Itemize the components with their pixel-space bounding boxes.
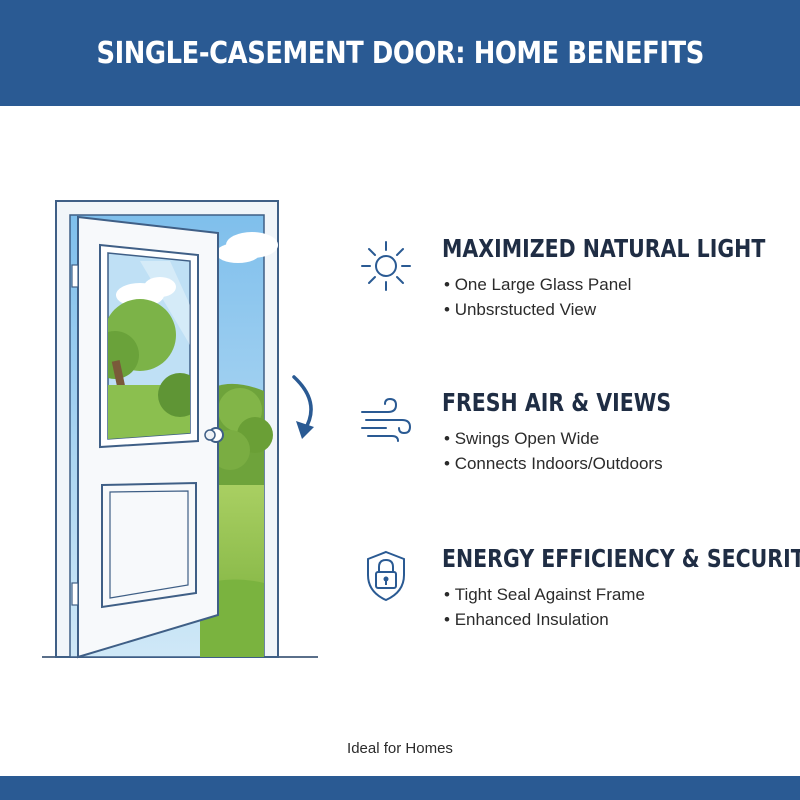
benefit-title: MAXIMIZED NATURAL LIGHT [442, 234, 766, 263]
list-item: Enhanced Insulation [444, 607, 645, 632]
benefit-points: Swings Open Wide Connects Indoors/Outdoo… [444, 426, 663, 476]
footer-bar [0, 776, 800, 800]
wind-icon [361, 397, 412, 442]
footer-caption: Ideal for Homes [347, 740, 453, 757]
padlock-shield-icon [367, 550, 405, 602]
header-banner: SINGLE-CASEMENT DOOR: HOME BENEFITS [0, 0, 800, 106]
list-item: Swings Open Wide [444, 426, 663, 451]
benefit-title: FRESH AIR & VIEWS [442, 388, 672, 417]
open-door-illustration [42, 200, 318, 659]
benefit-fresh-air: FRESH AIR & VIEWS Swings Open Wide Conne… [350, 388, 780, 502]
sun-icon [361, 241, 411, 291]
benefit-points: One Large Glass Panel Unbsrstucted View [444, 272, 632, 322]
benefit-points: Tight Seal Against Frame Enhanced Insula… [444, 582, 645, 632]
benefit-natural-light: MAXIMIZED NATURAL LIGHT One Large Glass … [350, 234, 780, 348]
benefit-energy-security: ENERGY EFFICIENCY & SECURITY Tight Seal … [350, 544, 800, 658]
list-item: Unbsrstucted View [444, 297, 631, 322]
page-title: SINGLE-CASEMENT DOOR: HOME BENEFITS [96, 35, 704, 71]
list-item: Connects Indoors/Outdoors [444, 451, 663, 476]
list-item: One Large Glass Panel [444, 272, 632, 297]
benefit-title: ENERGY EFFICIENCY & SECURITY [442, 544, 800, 573]
list-item: Tight Seal Against Frame [444, 582, 645, 607]
